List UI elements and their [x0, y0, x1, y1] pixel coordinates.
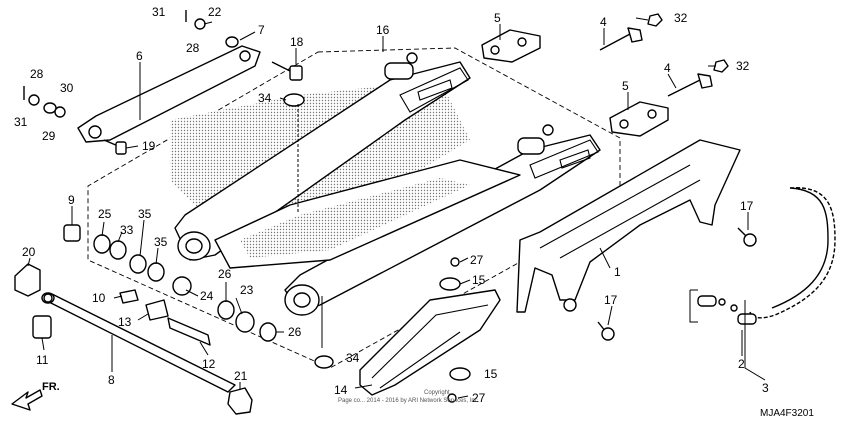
callout-27-lower: 27: [472, 391, 486, 405]
copyright-line: Page co... 2014 - 2016 by ARI Network Se…: [338, 398, 480, 404]
adjuster-plate-upper[interactable]: [481, 29, 541, 63]
callout-6: 6: [136, 49, 143, 63]
callout-31-top: 31: [152, 5, 166, 19]
callout-19: 19: [142, 139, 156, 153]
callout-5-upper: 5: [494, 11, 501, 25]
drive-chain[interactable]: [749, 187, 836, 319]
callout-34-upper: 34: [258, 91, 272, 105]
swingarm[interactable]: [170, 52, 601, 316]
callout-26-lower: 26: [288, 325, 302, 339]
callout-33: 33: [120, 223, 134, 237]
front-indicator: FR.: [42, 381, 60, 393]
chain-slider[interactable]: [359, 289, 501, 396]
adjusting-bolt-upper[interactable]: [599, 27, 643, 51]
leader-lines: [27, 17, 766, 399]
callout-28-left: 28: [30, 67, 44, 81]
callout-21: 21: [234, 369, 248, 383]
callout-11: 11: [36, 353, 49, 367]
callout-25: 25: [98, 207, 112, 221]
chain-case[interactable]: [516, 139, 741, 313]
callout-22: 22: [208, 5, 222, 19]
callout-18: 18: [290, 35, 304, 49]
lock-nut-upper[interactable]: [647, 13, 663, 27]
callout-1: 1: [614, 265, 621, 279]
callout-8: 8: [108, 373, 115, 387]
callout-34-lower: 34: [346, 351, 360, 365]
adjuster-plate-lower[interactable]: [609, 101, 669, 137]
callout-15-upper: 15: [472, 273, 486, 287]
callout-labels: 1 2 3 4 4 5 5 6 7 8 9 10 11 12 13 14 15 …: [14, 5, 769, 405]
callout-14: 14: [334, 383, 348, 397]
callout-3: 3: [762, 381, 769, 395]
callout-24: 24: [200, 289, 214, 303]
adjusting-bolt-lower[interactable]: [667, 73, 713, 97]
callout-12: 12: [202, 357, 216, 371]
torque-rod[interactable]: [77, 45, 261, 143]
callout-13: 13: [118, 315, 132, 329]
callout-17-left: 17: [604, 293, 618, 307]
callout-32-upper: 32: [674, 11, 688, 25]
callout-31-left: 31: [14, 115, 28, 129]
copyright: Copyright: [424, 390, 450, 396]
callout-26-upper: 26: [218, 267, 232, 281]
callout-9: 9: [68, 193, 75, 207]
callout-20: 20: [22, 245, 36, 259]
callout-17-right: 17: [740, 199, 754, 213]
master-link-kit[interactable]: [689, 289, 757, 325]
diagram-code: MJA4F3201: [760, 408, 814, 419]
callout-32-lower: 32: [736, 59, 750, 73]
lock-nut-lower[interactable]: [713, 59, 729, 73]
callout-10: 10: [92, 291, 106, 305]
callout-16: 16: [376, 23, 390, 37]
pivot-bearing-parts[interactable]: [14, 224, 277, 415]
callout-15-lower: 15: [484, 367, 498, 381]
callout-28-top: 28: [186, 41, 200, 55]
callout-2: 2: [738, 357, 745, 371]
callout-35-upper: 35: [138, 207, 152, 221]
callout-23: 23: [240, 283, 254, 297]
callout-29: 29: [42, 129, 56, 143]
callout-27-upper: 27: [470, 253, 484, 267]
callout-30: 30: [60, 81, 74, 95]
callout-35-lower: 35: [154, 235, 168, 249]
callout-4-lower: 4: [664, 61, 671, 75]
callout-7: 7: [258, 23, 265, 37]
front-arrow-icon: FR.: [11, 381, 60, 411]
callout-4-upper: 4: [600, 15, 607, 29]
callout-5-lower: 5: [622, 79, 629, 93]
